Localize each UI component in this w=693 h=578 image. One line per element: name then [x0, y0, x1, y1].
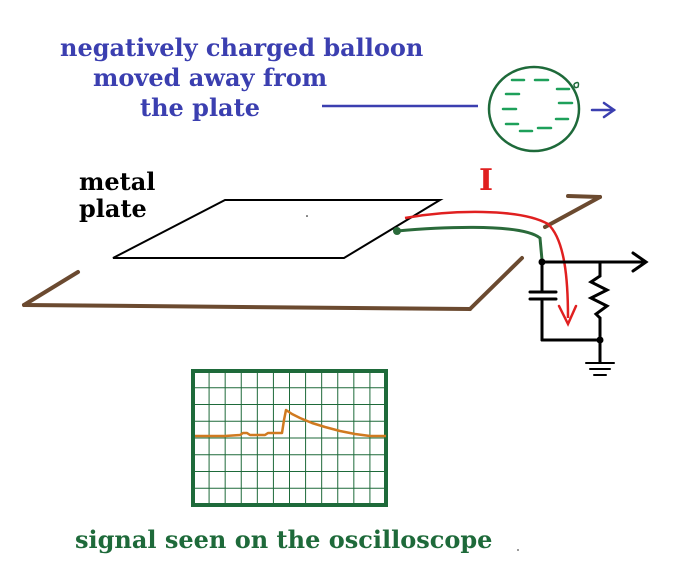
- stray-dot: [517, 549, 519, 551]
- wire-connection-dot: [393, 227, 401, 235]
- current-arrowhead: [557, 304, 578, 327]
- oscilloscope-screen: [191, 369, 388, 507]
- balloon-motion-arrow: [590, 101, 617, 119]
- balloon-caption-line-3: the plate: [140, 93, 260, 122]
- oscilloscope-caption: signal seen on the oscilloscope: [75, 525, 493, 554]
- balloon-charges: [501, 78, 574, 133]
- node-dot-bottom: [596, 336, 604, 344]
- balloon-knot: [573, 81, 580, 89]
- plate-label-line-1: metal: [79, 167, 156, 196]
- rc-circuit: [528, 251, 649, 364]
- scope-signal-trace: [195, 408, 386, 438]
- plate-speck: [306, 215, 308, 217]
- output-arrowhead: [631, 251, 649, 273]
- balloon-outline: [487, 65, 581, 153]
- scope-grid: [193, 371, 386, 505]
- resistor-symbol: [587, 274, 611, 320]
- ground-plane: [22, 194, 602, 311]
- current-label: I: [479, 163, 494, 198]
- plate-label-line-2: plate: [79, 194, 147, 223]
- ground-symbol: [585, 362, 615, 376]
- green-wire: [396, 225, 544, 261]
- metal-plate: [112, 199, 444, 259]
- current-arrow: [404, 210, 570, 319]
- balloon-caption-line-2: moved away from: [93, 63, 328, 92]
- balloon-caption-line-1: negatively charged balloon: [60, 33, 424, 62]
- node-dot-top: [538, 258, 546, 266]
- balloon: [487, 65, 581, 153]
